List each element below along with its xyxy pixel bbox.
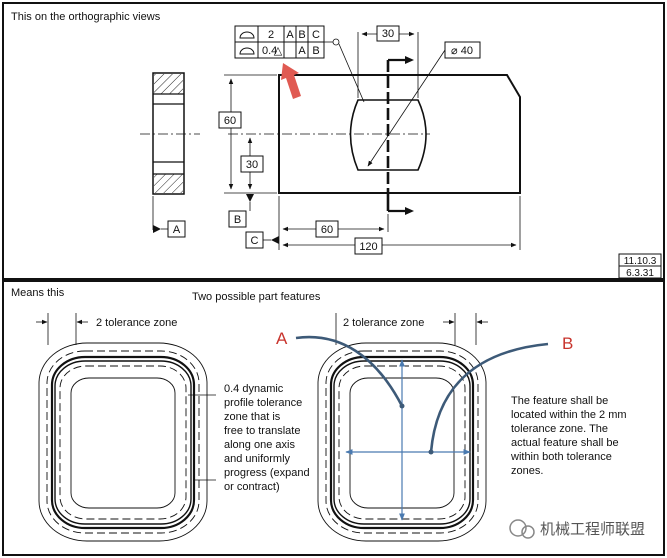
highlight-arrow-icon <box>281 63 301 99</box>
svg-text:2: 2 <box>268 29 274 41</box>
label-b: B <box>562 334 573 353</box>
datum-c: C <box>245 196 521 250</box>
left-tolerance-diagram: 2 tolerance zone <box>36 313 216 542</box>
svg-text:30: 30 <box>382 28 394 40</box>
bottom-caption: Means this <box>11 287 65 299</box>
svg-text:free to translate: free to translate <box>224 425 300 437</box>
svg-text:B: B <box>312 45 319 57</box>
dim-hole-diameter: ⌀ 40 <box>367 41 481 167</box>
svg-text:30: 30 <box>246 159 258 171</box>
svg-text:C: C <box>251 235 259 247</box>
dynamic-profile-note: 0.4 dynamic profile tolerance zone that … <box>224 383 310 493</box>
bottom-subtitle: Two possible part features <box>192 291 321 303</box>
svg-text:60: 60 <box>224 115 236 127</box>
feature-control-frame: 2 A B C 0.4 △ A B <box>234 25 365 103</box>
reference-box: 11.10.3 6.3.31 <box>618 253 662 279</box>
label-a: A <box>276 329 288 348</box>
svg-text:or contract): or contract) <box>224 481 280 493</box>
svg-text:A: A <box>286 29 294 41</box>
svg-text:0.4 dynamic: 0.4 dynamic <box>224 383 284 395</box>
wechat-icon <box>509 519 527 537</box>
profile-surface-icon <box>239 47 255 55</box>
svg-text:along one axis: along one axis <box>224 439 295 451</box>
side-view: A <box>140 72 200 238</box>
profile-surface-icon <box>239 31 255 39</box>
datum-b: B <box>228 194 254 228</box>
svg-text:6.3.31: 6.3.31 <box>626 268 654 279</box>
bottom-panel-frame <box>2 280 665 556</box>
svg-text:The feature shall be: The feature shall be <box>511 395 608 407</box>
svg-text:profile tolerance: profile tolerance <box>224 397 302 409</box>
datum-a-label: A <box>173 224 181 236</box>
front-view <box>228 56 521 215</box>
top-panel-frame <box>2 2 665 280</box>
svg-text:60: 60 <box>321 224 333 236</box>
right-tolerance-diagram: 2 tolerance zone <box>295 313 549 542</box>
svg-text:tolerance zone. The: tolerance zone. The <box>511 423 608 435</box>
dim-height: 60 <box>218 74 277 194</box>
watermark: 机械工程师联盟 <box>509 519 645 539</box>
dim-length: 120 <box>282 237 517 255</box>
svg-text:0.4: 0.4 <box>262 45 277 57</box>
svg-text:zones.: zones. <box>511 465 543 477</box>
right-tz-label: 2 tolerance zone <box>343 317 424 329</box>
svg-text:机械工程师联盟: 机械工程师联盟 <box>540 521 645 538</box>
svg-text:within both tolerance: within both tolerance <box>510 451 612 463</box>
svg-text:located within the 2 mm: located within the 2 mm <box>511 409 627 421</box>
svg-text:⌀ 40: ⌀ 40 <box>451 45 473 57</box>
dim-top-width: 30 <box>357 25 419 98</box>
dim-hole-position: 60 <box>282 220 385 238</box>
svg-text:progress (expand: progress (expand <box>224 467 310 479</box>
svg-text:A: A <box>298 45 306 57</box>
svg-text:120: 120 <box>359 241 377 253</box>
dim-hole-height: 30 <box>240 137 264 190</box>
svg-text:B: B <box>298 29 305 41</box>
svg-text:zone that is: zone that is <box>224 411 281 423</box>
svg-text:and uniformly: and uniformly <box>224 453 291 465</box>
svg-text:C: C <box>312 29 320 41</box>
svg-text:B: B <box>234 214 241 226</box>
left-tz-label: 2 tolerance zone <box>96 317 177 329</box>
svg-text:actual feature shall be: actual feature shall be <box>511 437 619 449</box>
top-caption: This on the orthographic views <box>11 11 161 23</box>
dynamic-profile-icon: △ <box>274 45 283 57</box>
feature-explanation: The feature shall be located within the … <box>510 395 627 477</box>
svg-text:11.10.3: 11.10.3 <box>624 256 657 267</box>
